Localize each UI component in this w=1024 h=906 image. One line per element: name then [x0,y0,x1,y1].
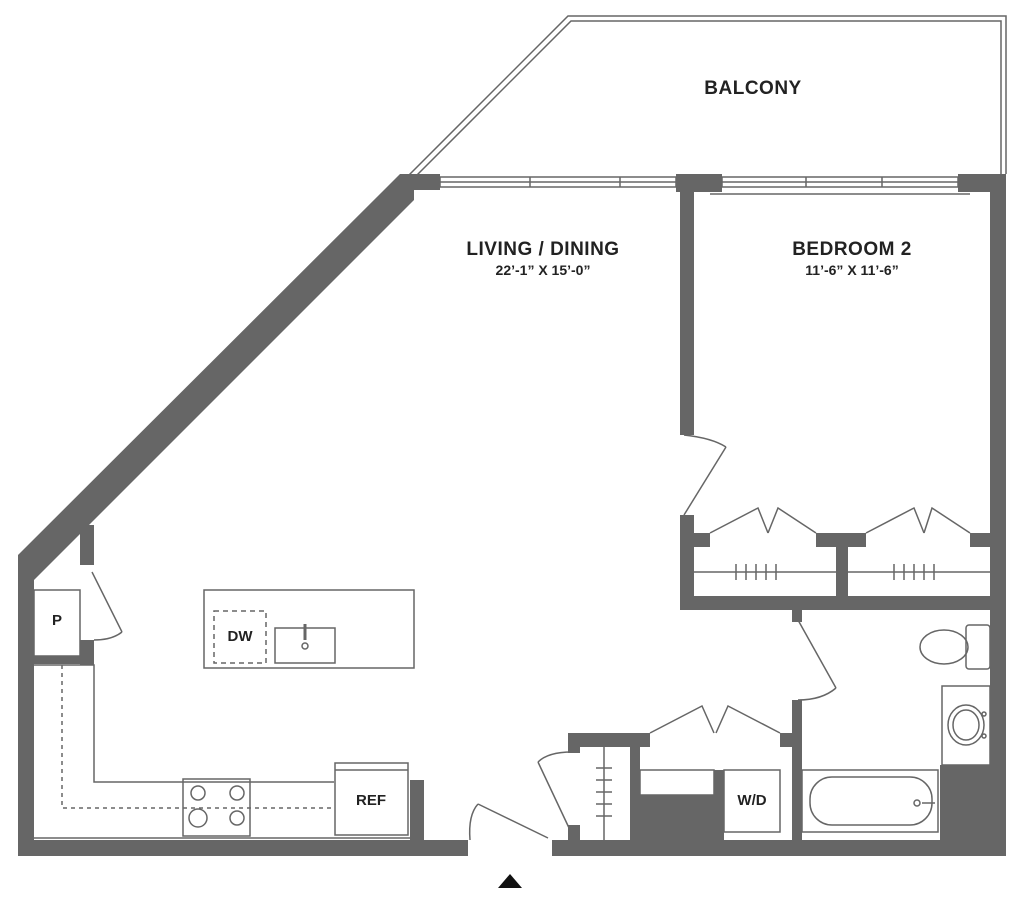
refrigerator [334,762,409,836]
refrigerator-label: REF [356,792,386,809]
bathroom [801,624,991,833]
bedroom-2-label: BEDROOM 2 [792,239,912,260]
washer-dryer-label: W/D [737,792,767,809]
dishwasher [213,610,267,664]
walls [18,174,1006,856]
entry-arrow-icon [498,874,522,888]
balcony-label: BALCONY [704,78,802,99]
balcony-outline [407,15,1007,179]
living-dining-label: LIVING / DINING [466,239,620,260]
vanity [941,685,991,766]
kitchen-island [203,589,415,669]
doors [91,434,971,841]
washer-dryer [723,769,781,833]
bathtub [801,769,939,833]
stove [182,778,251,837]
toilet-tank [965,624,991,670]
kitchen [33,589,781,839]
bedroom-2-dimensions: 11’-6” X 11’-6” [805,262,899,278]
pantry-label: P [51,612,63,629]
toilet-bowl [919,629,969,665]
dishwasher-label: DW [227,628,253,645]
living-dining-dimensions: 22’-1” X 15’-0” [495,262,591,278]
pantry [33,589,81,657]
closet-rods [596,564,990,840]
